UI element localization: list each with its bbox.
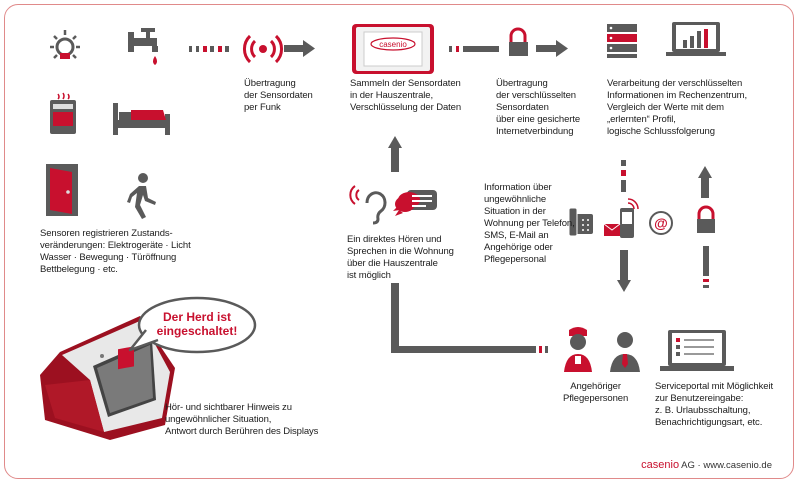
speech-line-1: Ein direktes Hören und bbox=[347, 234, 442, 245]
feedback-path bbox=[391, 283, 548, 353]
nurse-icon bbox=[564, 327, 592, 372]
notify-line-4: Wohnung per Telefon, bbox=[484, 218, 575, 229]
mobile-sms-icon bbox=[603, 198, 639, 238]
walking-person-icon bbox=[127, 173, 156, 219]
alert-bubble-text: Der Herd ist eingeschaltet! bbox=[150, 310, 244, 338]
laptop-chart-icon bbox=[666, 22, 726, 56]
central-brand-label: casenio bbox=[379, 40, 407, 49]
portal-connector bbox=[703, 246, 709, 288]
notify-line-2: ungewöhnliche bbox=[484, 194, 547, 205]
encrypted-line-4: über eine gesicherte bbox=[496, 114, 581, 125]
email-at-icon: @ bbox=[649, 211, 673, 235]
footer: casenio AG · www.casenio.de bbox=[641, 459, 772, 471]
notify-line-5: SMS, E-Mail an bbox=[484, 230, 549, 241]
notify-description: Information über ungewöhnliche Situation… bbox=[484, 182, 575, 266]
radio-line-3: per Funk bbox=[244, 102, 281, 113]
device-line-2: ungewöhnlicher Situation, bbox=[165, 414, 272, 425]
datacenter-line-1: Verarbeitung der verschlüsselten bbox=[607, 78, 743, 89]
radio-description: Übertragung der Sensordaten per Funk bbox=[244, 78, 313, 114]
encrypted-line-3: Sensordaten bbox=[496, 102, 549, 113]
notify-line-3: Situation in der bbox=[484, 206, 546, 217]
sensors-line-4: Bettbelegung · etc. bbox=[40, 264, 118, 275]
sensors-description: Sensoren registrieren Zustands- veränder… bbox=[40, 228, 191, 276]
notify-line-1: Information über bbox=[484, 182, 552, 193]
device-description: Hör- und sichtbarer Hinweis zu ungewöhnl… bbox=[165, 402, 318, 438]
arrow-encryption-to-datacenter bbox=[536, 40, 568, 57]
server-icon bbox=[607, 24, 637, 58]
datacenter-line-3: Vergleich der Werte mit dem bbox=[607, 102, 724, 113]
portal-line-3: z. B. Urlaubsschaltung, bbox=[655, 405, 751, 416]
portal-line-4: Benachrichtigungsart, etc. bbox=[655, 417, 763, 428]
speech-line-4: ist möglich bbox=[347, 270, 391, 281]
speech-bubble-icon bbox=[393, 190, 437, 216]
stove-icon bbox=[50, 92, 76, 134]
persons-line-2: Pflegepersonen bbox=[563, 393, 629, 404]
radio-waves-icon bbox=[243, 34, 283, 64]
alert-line-1: Der Herd ist bbox=[162, 310, 232, 324]
encrypted-line-5: Internetverbindung bbox=[496, 126, 574, 137]
persons-description: Angehöriger Pflegepersonen bbox=[563, 381, 628, 405]
svg-text:@: @ bbox=[654, 215, 668, 231]
relative-icon bbox=[610, 332, 640, 372]
alert-line-2: eingeschaltet! bbox=[156, 324, 238, 338]
persons-line-1: Angehöriger bbox=[570, 381, 621, 392]
device-line-1: Hör- und sichtbarer Hinweis zu bbox=[165, 402, 292, 413]
diagram-frame bbox=[4, 4, 794, 479]
encrypted-line-1: Übertragung bbox=[496, 78, 548, 89]
door-icon bbox=[46, 164, 78, 216]
padlock-icon bbox=[509, 27, 528, 56]
portal-line-1: Serviceportal mit Möglichkeit bbox=[655, 381, 774, 392]
encrypted-line-2: der verschlüsselten bbox=[496, 90, 576, 101]
sensors-line-1: Sensoren registrieren Zustands- bbox=[40, 228, 173, 239]
arrow-up-to-central bbox=[388, 136, 402, 172]
central-description: Sammeln der Sensordaten in der Hauszentr… bbox=[350, 78, 461, 114]
arrow-up-to-datacenter bbox=[698, 166, 712, 198]
dashed-arrow-sensors-to-radio bbox=[189, 46, 229, 52]
hearing-icon bbox=[349, 185, 387, 225]
footer-brand: casenio bbox=[641, 459, 680, 471]
laptop-portal-icon bbox=[660, 330, 734, 371]
datacenter-description: Verarbeitung der verschlüsselten Informa… bbox=[607, 78, 747, 138]
datacenter-line-4: „erlernten“ Profil, bbox=[607, 114, 676, 125]
notify-connector bbox=[621, 160, 626, 192]
central-line-1: Sammeln der Sensordaten bbox=[350, 78, 461, 89]
arrow-central-to-encryption bbox=[449, 46, 499, 52]
speech-description: Ein direktes Hören und Sprechen in die W… bbox=[347, 234, 454, 282]
arrow-down-to-persons bbox=[617, 250, 631, 292]
radio-line-2: der Sensordaten bbox=[244, 90, 313, 101]
speech-line-2: Sprechen in die Wohnung bbox=[347, 246, 454, 257]
central-unit-icon: casenio bbox=[352, 24, 434, 74]
speech-line-3: über die Hauszentrale bbox=[347, 258, 438, 269]
device-line-3: Antwort durch Berühren des Displays bbox=[165, 426, 319, 437]
arrow-radio-to-central bbox=[284, 40, 315, 57]
central-line-3: Verschlüsselung der Daten bbox=[350, 102, 462, 113]
portal-padlock-icon bbox=[697, 205, 715, 233]
radio-line-1: Übertragung bbox=[244, 78, 296, 89]
portal-line-2: zur Benutzereingabe: bbox=[655, 393, 744, 404]
datacenter-line-2: Informationen im Rechenzentrum, bbox=[607, 90, 747, 101]
portal-description: Serviceportal mit Möglichkeit zur Benutz… bbox=[655, 381, 773, 429]
encrypted-description: Übertragung der verschlüsselten Sensorda… bbox=[496, 78, 580, 138]
notify-line-6: Angehörige oder bbox=[484, 242, 553, 253]
water-tap-icon bbox=[128, 28, 158, 65]
notify-line-7: Pflegepersonal bbox=[484, 254, 546, 265]
sensors-line-2: veränderungen: Elektrogeräte · Licht bbox=[40, 240, 191, 251]
alert-speech-bubble bbox=[128, 296, 257, 354]
tabletop-device-icon bbox=[40, 316, 175, 440]
central-line-2: in der Hauszentrale, bbox=[350, 90, 434, 101]
bed-icon bbox=[113, 103, 170, 135]
sensors-line-3: Wasser · Bewegung · Türöffnung bbox=[40, 252, 177, 263]
datacenter-line-5: logische Schlussfolgerung bbox=[607, 126, 715, 137]
lamp-icon bbox=[50, 30, 80, 59]
phone-icon bbox=[568, 207, 593, 237]
footer-website: AG · www.casenio.de bbox=[679, 460, 772, 471]
